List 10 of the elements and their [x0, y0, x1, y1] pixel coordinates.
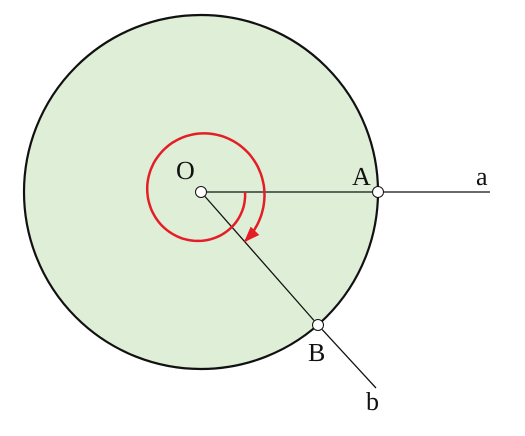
ray-line: [322, 328, 376, 388]
point-label: B: [308, 340, 326, 366]
ray-line: [207, 191, 372, 193]
ray-label: b: [366, 389, 379, 415]
ray-line: [204, 196, 314, 321]
point-label: O: [176, 158, 195, 184]
ray-line: [384, 191, 490, 193]
point-label: A: [352, 164, 371, 190]
ray-label: a: [476, 164, 488, 190]
point-marker: [372, 186, 384, 198]
